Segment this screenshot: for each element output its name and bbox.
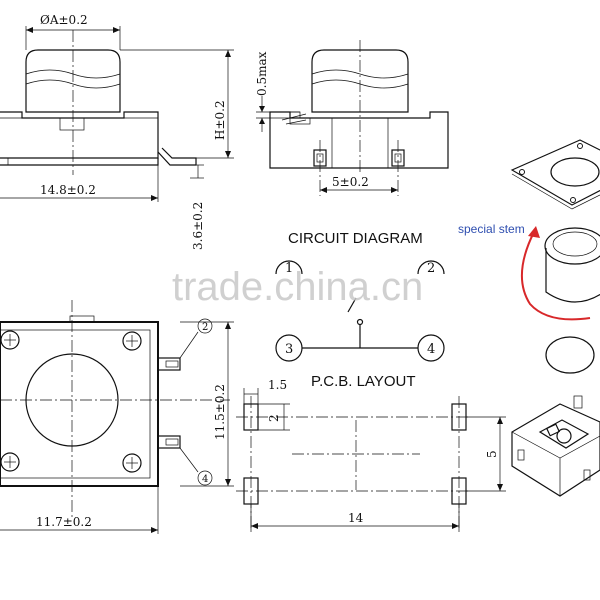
front-view: 0.5max 5±0.2 [255, 40, 449, 196]
pcb-pad-height: 2 [267, 414, 281, 422]
width-label: 14.8±0.2 [40, 183, 96, 197]
pcb-span-y: 5 [485, 450, 499, 458]
special-stem-label: special stem [458, 222, 525, 236]
circuit-pin2: 2 [427, 261, 435, 276]
pcb-title: P.C.B. LAYOUT [311, 373, 415, 390]
pcb-span-x: 14 [348, 511, 364, 525]
watermark: trade.china.cn [172, 265, 423, 309]
pcb-pad-width: 1.5 [268, 378, 287, 392]
circuit-pin3: 3 [285, 342, 293, 357]
pcb-layout: P.C.B. LAYOUT 1.5 2 14 5 [236, 373, 506, 532]
isometric-view: special stem [458, 139, 600, 497]
circuit-pin1: 1 [285, 261, 293, 276]
height-label: H±0.2 [213, 100, 227, 140]
top-height-label: 11.5±0.2 [213, 384, 227, 440]
lead-label: 3.6±0.2 [191, 202, 205, 250]
top-view: 2 4 11.5±0.2 11.7±0.2 [0, 300, 234, 534]
diameter-label: ØA±0.2 [40, 13, 88, 27]
circuit-pin4: 4 [427, 342, 435, 357]
top-pin4-label: 4 [202, 474, 208, 485]
circuit-diagram: CIRCUIT DIAGRAM 1 2 3 4 [275, 230, 445, 362]
circuit-title: CIRCUIT DIAGRAM [288, 230, 423, 247]
max-label: 0.5max [255, 51, 269, 96]
top-width-label: 11.7±0.2 [36, 515, 92, 529]
pitch-label: 5±0.2 [332, 175, 369, 189]
side-view: ØA±0.2 H±0.2 14.8±0.2 3.6±0.2 [0, 13, 234, 250]
top-pin2-label: 2 [202, 322, 208, 333]
